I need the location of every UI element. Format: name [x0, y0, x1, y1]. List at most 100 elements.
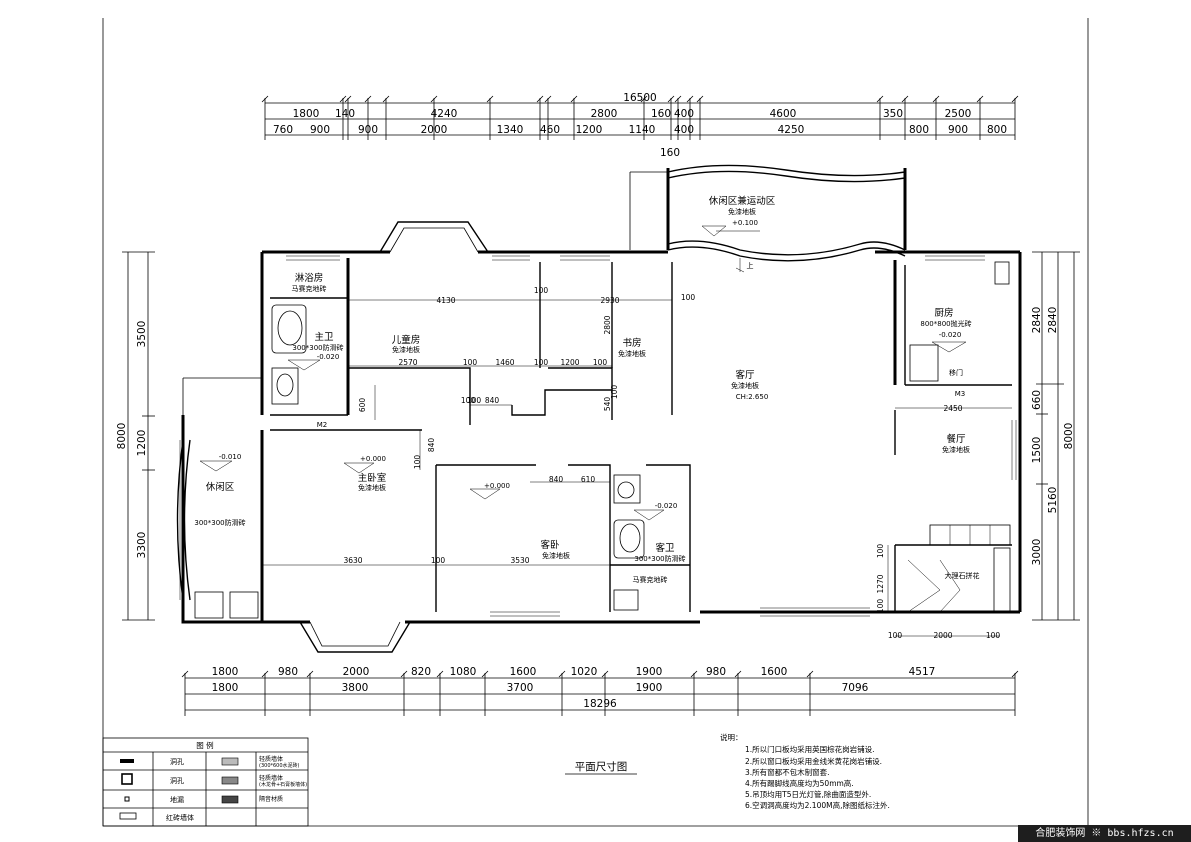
dim-label: 600: [358, 398, 367, 413]
room-name: 客厅: [735, 369, 755, 381]
dim-label: 100: [534, 286, 549, 295]
room-shower: 淋浴房 马赛克地砖: [292, 272, 327, 293]
dim-label: 1800: [212, 666, 239, 678]
dim-label: 2000: [933, 631, 952, 640]
dim-label: 1600: [761, 666, 788, 678]
dim-label: 2000: [421, 124, 448, 136]
dim-label: 660: [1031, 390, 1043, 410]
dim-label: 2800: [603, 315, 612, 334]
legend-label: 红砖墙体: [166, 813, 194, 822]
room-kids: 儿童房 免漆地板: [392, 334, 421, 354]
dim-label: 840: [485, 396, 500, 405]
room-floor: 800*800抛光砖: [920, 319, 971, 328]
room-floor: 免漆地板: [942, 445, 970, 454]
dim-tick-slash: [261, 670, 269, 678]
room-leisure-sport: 休闲区兼运动区 免漆地板 +0.100: [709, 195, 776, 227]
room-guest-bed: 客卧 免漆地板 +0.000: [484, 482, 570, 560]
dim-label: 1200: [560, 358, 579, 367]
room-name: 大理石拼花: [945, 571, 980, 580]
dim-label: 100: [431, 556, 446, 565]
door-label-m2: M2: [317, 421, 328, 429]
dim-label: 1270: [876, 574, 885, 593]
room-name: 淋浴房: [295, 272, 324, 284]
level-markers: [199, 225, 967, 521]
dim-tick-slash: [481, 670, 489, 678]
room-level: -0.010: [219, 453, 242, 461]
dim-label: 2500: [945, 108, 972, 120]
dim-label: 980: [706, 666, 726, 678]
dim-label: 4240: [431, 108, 458, 120]
room-name: 书房: [622, 337, 641, 349]
legend-label: 轻质墙体: [259, 755, 283, 763]
dim-label: 3700: [507, 682, 534, 694]
sliding-door-label: 移门: [949, 368, 963, 377]
dim-label: 1460: [495, 358, 514, 367]
dim-label: 2840: [1031, 307, 1043, 334]
room-floor: 免漆地板: [731, 381, 759, 390]
dim-tick-slash: [306, 670, 314, 678]
door-label-m3: M3: [955, 390, 966, 398]
room-name: 儿童房: [392, 334, 421, 346]
dim-tick-slash: [364, 95, 372, 103]
site-watermark: 合肥装饰网 ※ bbs.hfzs.cn: [1018, 825, 1191, 842]
dim-tick-slash: [261, 95, 269, 103]
dim-label: 900: [310, 124, 330, 136]
notes: 说明： 1.所以门口板均采用英国棕花岗岩铺设. 2.所以窗口板均采用金线米黄花岗…: [720, 732, 890, 810]
legend-label: 洞孔: [170, 757, 184, 766]
legend-label: 地漏: [170, 795, 184, 804]
dim-tick-slash: [536, 95, 544, 103]
room-floor: 马赛克地砖: [292, 284, 327, 293]
legend-swatch-light-wall-2: [221, 776, 239, 785]
dim-label: 840: [427, 438, 436, 453]
room-kitchen: 厨房 800*800抛光砖 -0.020: [920, 307, 971, 339]
dim-label: 100: [593, 358, 608, 367]
dim-tick-slash: [806, 670, 814, 678]
dim-label: 100: [463, 358, 478, 367]
stair-up-label: 上: [747, 261, 754, 270]
dim-label: 8000: [116, 423, 128, 450]
room-floor: 免漆地板: [618, 349, 646, 358]
dim-tick-slash: [382, 95, 390, 103]
dim-tick-slash: [486, 95, 494, 103]
dim-label: 840: [549, 475, 564, 484]
dim-label: 100: [876, 544, 885, 559]
dim-tick-slash: [1011, 670, 1019, 678]
dim-label: 2800: [591, 108, 618, 120]
dim-label: 2930: [600, 296, 619, 305]
room-level: +0.100: [732, 219, 758, 227]
dim-label: 3800: [342, 682, 369, 694]
note-line: 1.所以门口板均采用英国棕花岗岩铺设.: [745, 744, 875, 754]
bottom-dimensions: 1800 980 2000 820 1080 1600 1020 1900 98…: [181, 666, 1019, 716]
dim-label: 140: [335, 108, 355, 120]
dim-label: 3300: [136, 532, 148, 559]
legend-note: (300*600水泥砖): [259, 762, 300, 769]
room-name: 厨房: [934, 307, 953, 319]
legend-label: 隔音材质: [259, 795, 283, 803]
dim-label: 160: [651, 108, 671, 120]
notes-heading: 说明：: [720, 732, 743, 742]
dim-tick-slash: [558, 670, 566, 678]
dim-label: 760: [273, 124, 293, 136]
room-name: 餐厅: [946, 433, 966, 445]
dim-tick-slash: [932, 95, 940, 103]
dim-tick-slash: [1011, 95, 1019, 103]
legend-swatch-brick: [119, 812, 137, 820]
dim-label: 1600: [510, 666, 537, 678]
dim-tick-slash: [344, 95, 352, 103]
dim-tick-slash: [901, 95, 909, 103]
top-dim-total: 16500: [623, 92, 656, 104]
dim-label: 160: [660, 147, 680, 159]
walls: [176, 164, 1022, 653]
dim-label: 1340: [497, 124, 524, 136]
dim-label: 350: [883, 108, 903, 120]
room-name: 客卧: [540, 539, 560, 551]
room-floor: 免漆地板: [728, 207, 756, 216]
room-living: 客厅 免漆地板 CH:2.650: [731, 369, 768, 401]
room-name: 主卧室: [358, 472, 387, 484]
dim-label: 400: [674, 124, 694, 136]
interior-dim-lines: [262, 299, 1012, 637]
left-dimensions: 8000 3500 1200 3300: [116, 251, 155, 621]
dim-label: 100: [467, 396, 482, 405]
dim-label: 900: [358, 124, 378, 136]
